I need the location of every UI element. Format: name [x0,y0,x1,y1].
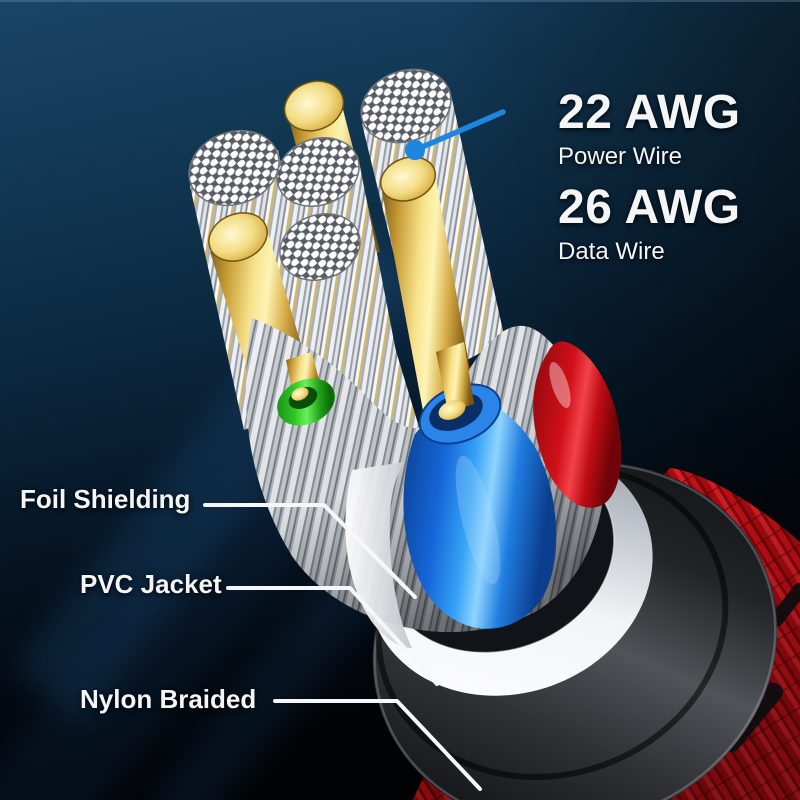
pvc-jacket-label: PVC Jacket [80,569,222,599]
green-wire [277,352,335,426]
leader-line-pvc-jacket [226,586,439,686]
awg-callout-block: 22 AWG Power Wire 26 AWG Data Wire [558,88,741,266]
foil-shielding-label: Foil Shielding [20,484,191,514]
gold-wire-cut-face [283,80,345,132]
stranded-wire-cut-face [188,129,280,207]
blue-wire [403,342,557,629]
awg-26-value: 26 AWG [558,180,741,234]
top-edge-highlight [0,0,800,2]
stranded-wire-cut-face [360,68,452,144]
gold-wire-cut-face [208,212,268,262]
awg-22-label: Power Wire [558,142,683,170]
leader-line-foil-shielding [203,503,417,599]
pointer-22awg [405,109,506,160]
awg-26-label: Data Wire [558,237,665,265]
leader-line-nylon-braided [273,699,482,791]
nylon-braided-label: Nylon Braided [80,684,257,714]
red-wire [533,341,622,508]
gold-wire-cut-face-22awg [379,156,437,202]
stranded-wire-cut-face [279,213,361,281]
stranded-wire-cut-face [276,137,360,207]
pointer-line [417,109,506,151]
awg-22-value: 22 AWG [558,86,741,139]
pointer-dot [405,140,425,160]
